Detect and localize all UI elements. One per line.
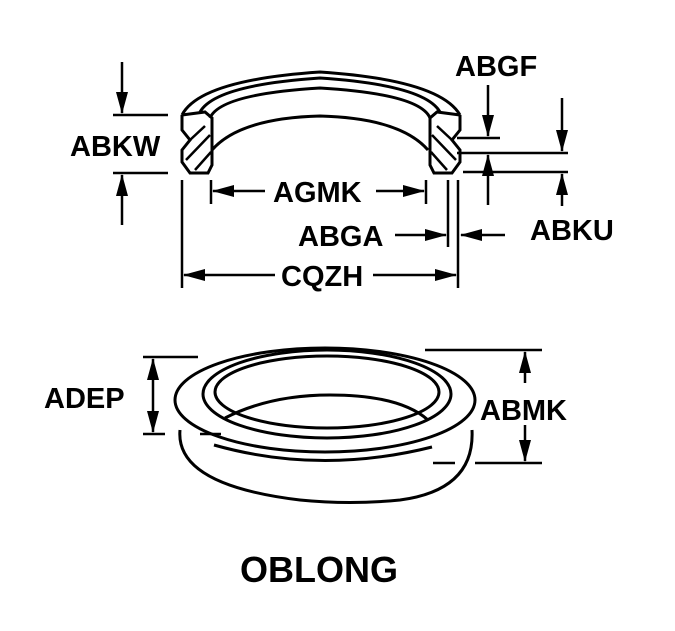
dimension-cqzh: CQZH [183,261,457,293]
dimension-abkw: ABKW [70,62,168,225]
dimension-abku: ABKU [460,215,614,247]
label-adep: ADEP [44,383,125,415]
section-view [180,70,462,175]
label-abkw: ABKW [70,131,161,163]
dimension-abgf: ABGF [455,51,568,206]
label-abgf: ABGF [455,51,537,83]
oblong-view [173,346,477,504]
dimension-adep: ADEP [44,355,221,436]
dimension-agmk: AGMK [209,177,428,209]
diagram-title: OBLONG [240,549,398,590]
label-abga: ABGA [298,221,383,253]
label-cqzh: CQZH [281,261,363,293]
dimension-abga: ABGA [298,221,447,253]
label-agmk: AGMK [273,177,362,209]
label-abmk: ABMK [480,395,567,427]
label-abku: ABKU [530,215,614,247]
dimension-abmk: ABMK [425,348,567,465]
